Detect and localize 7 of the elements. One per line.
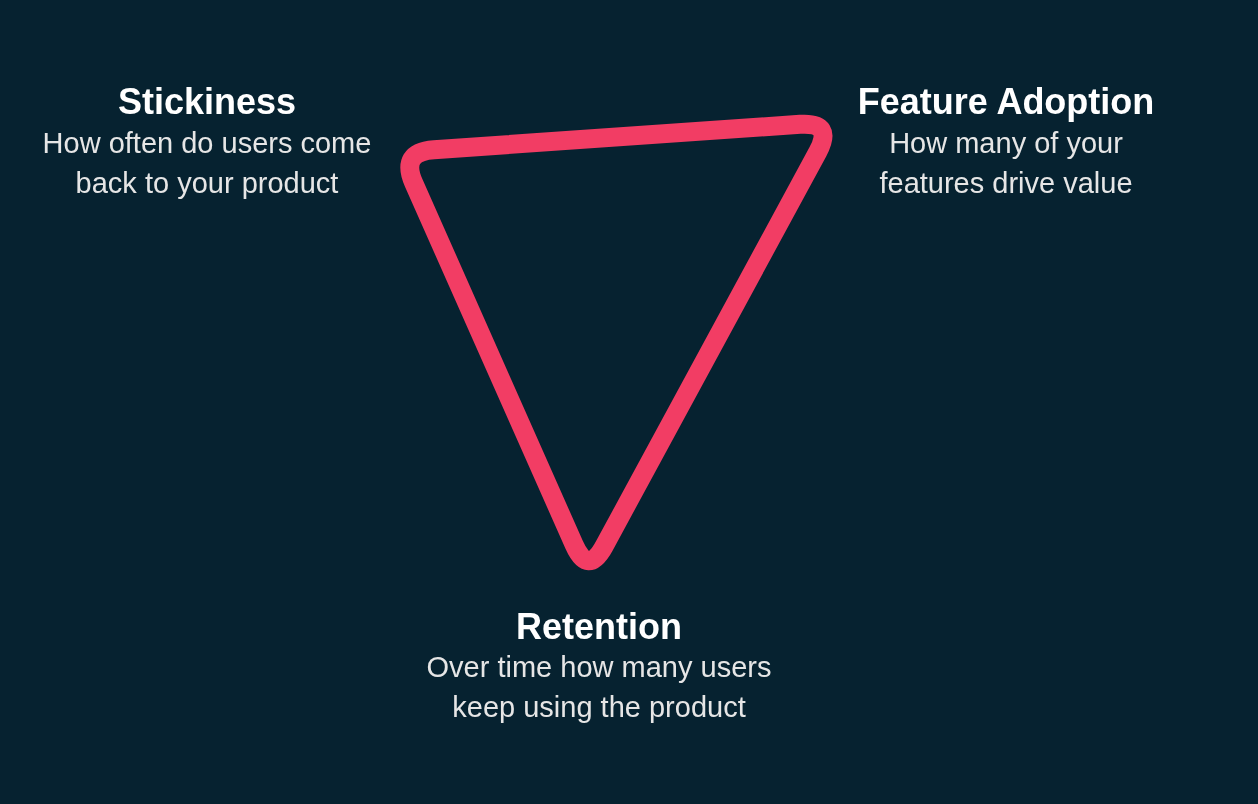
- triangle-outline: [400, 114, 833, 571]
- description-text: Over time how many users keep using the product: [426, 651, 772, 723]
- heading-text: Retention: [516, 606, 682, 647]
- heading-text: Feature Adoption: [857, 81, 1155, 122]
- description-text: How many of your features drive value: [879, 127, 1133, 199]
- description-text: How often do users come back to your product: [42, 127, 372, 199]
- heading-text: Stickiness: [117, 81, 297, 122]
